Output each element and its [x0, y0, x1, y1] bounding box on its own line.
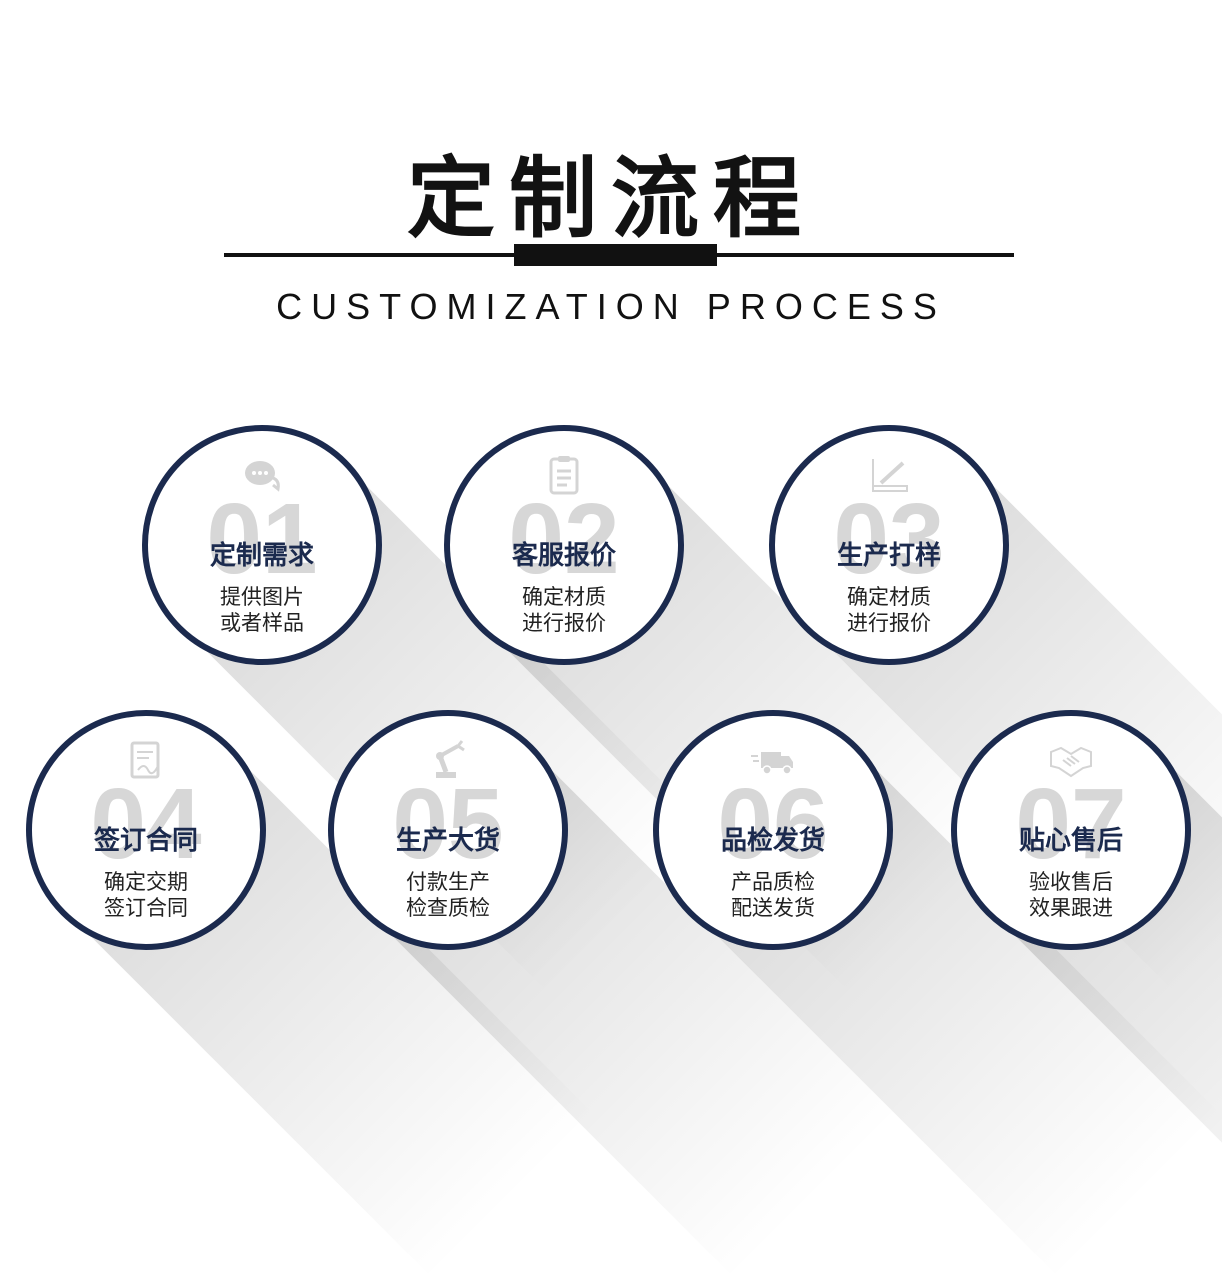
- step-desc-line1: 付款生产: [406, 870, 490, 894]
- clipboard-icon: [549, 456, 579, 495]
- step-desc-line2: 签订合同: [104, 896, 188, 920]
- step-title: 客服报价: [511, 541, 616, 571]
- delivery-truck-icon: [751, 752, 793, 775]
- robot-arm-icon: [436, 740, 465, 778]
- step-number: 04: [90, 768, 202, 880]
- step-desc-line1: 确定交期: [104, 870, 188, 894]
- step-desc-line1: 产品质检: [731, 870, 815, 894]
- step-desc-line2: 进行报价: [847, 611, 931, 635]
- step-card-06: 06 品检发货 产品质检 配送发货: [653, 710, 893, 950]
- step-desc-line2: 效果跟进: [1029, 896, 1113, 920]
- handshake-icon: [1050, 746, 1092, 778]
- step-card-03: 03 生产打样 确定材质 进行报价: [769, 425, 1009, 665]
- step-desc-line2: 检查质检: [406, 896, 490, 920]
- step-card-05: 05 生产大货 付款生产 检查质检: [328, 710, 568, 950]
- chat-bubbles-icon: [245, 461, 280, 492]
- step-desc-line1: 验收售后: [1029, 870, 1113, 894]
- ruler-pen-icon: [872, 459, 908, 492]
- step-number: 06: [717, 768, 829, 880]
- page-title: 定制流程: [406, 147, 815, 250]
- step-number: 01: [206, 483, 318, 595]
- step-number: 05: [392, 768, 504, 880]
- step-number: 07: [1015, 768, 1127, 880]
- step-card-02: 02 客服报价 确定材质 进行报价: [444, 425, 684, 665]
- step-desc-line2: 或者样品: [220, 611, 304, 635]
- step-desc-line2: 配送发货: [731, 896, 815, 920]
- step-desc-line1: 提供图片: [220, 585, 304, 609]
- step-desc-line1: 确定材质: [522, 585, 606, 609]
- step-title: 定制需求: [209, 541, 314, 571]
- document-sign-icon: [130, 741, 160, 779]
- step-title: 贴心售后: [1018, 826, 1123, 856]
- page-subtitle: CUSTOMIZATION PROCESS: [276, 286, 946, 327]
- step-card-01: 01 定制需求 提供图片 或者样品: [142, 425, 382, 665]
- step-title: 生产大货: [395, 826, 500, 856]
- step-title: 生产打样: [836, 541, 941, 571]
- step-number: 02: [508, 483, 620, 595]
- step-desc-line1: 确定材质: [847, 585, 931, 609]
- step-card-07: 07 贴心售后 验收售后 效果跟进: [951, 710, 1191, 950]
- title-divider-accent: [514, 244, 717, 266]
- step-card-04: 04 签订合同 确定交期 签订合同: [26, 710, 266, 950]
- step-title: 签订合同: [93, 826, 198, 856]
- step-number: 03: [833, 483, 945, 595]
- step-title: 品检发货: [720, 826, 825, 856]
- step-desc-line2: 进行报价: [522, 611, 606, 635]
